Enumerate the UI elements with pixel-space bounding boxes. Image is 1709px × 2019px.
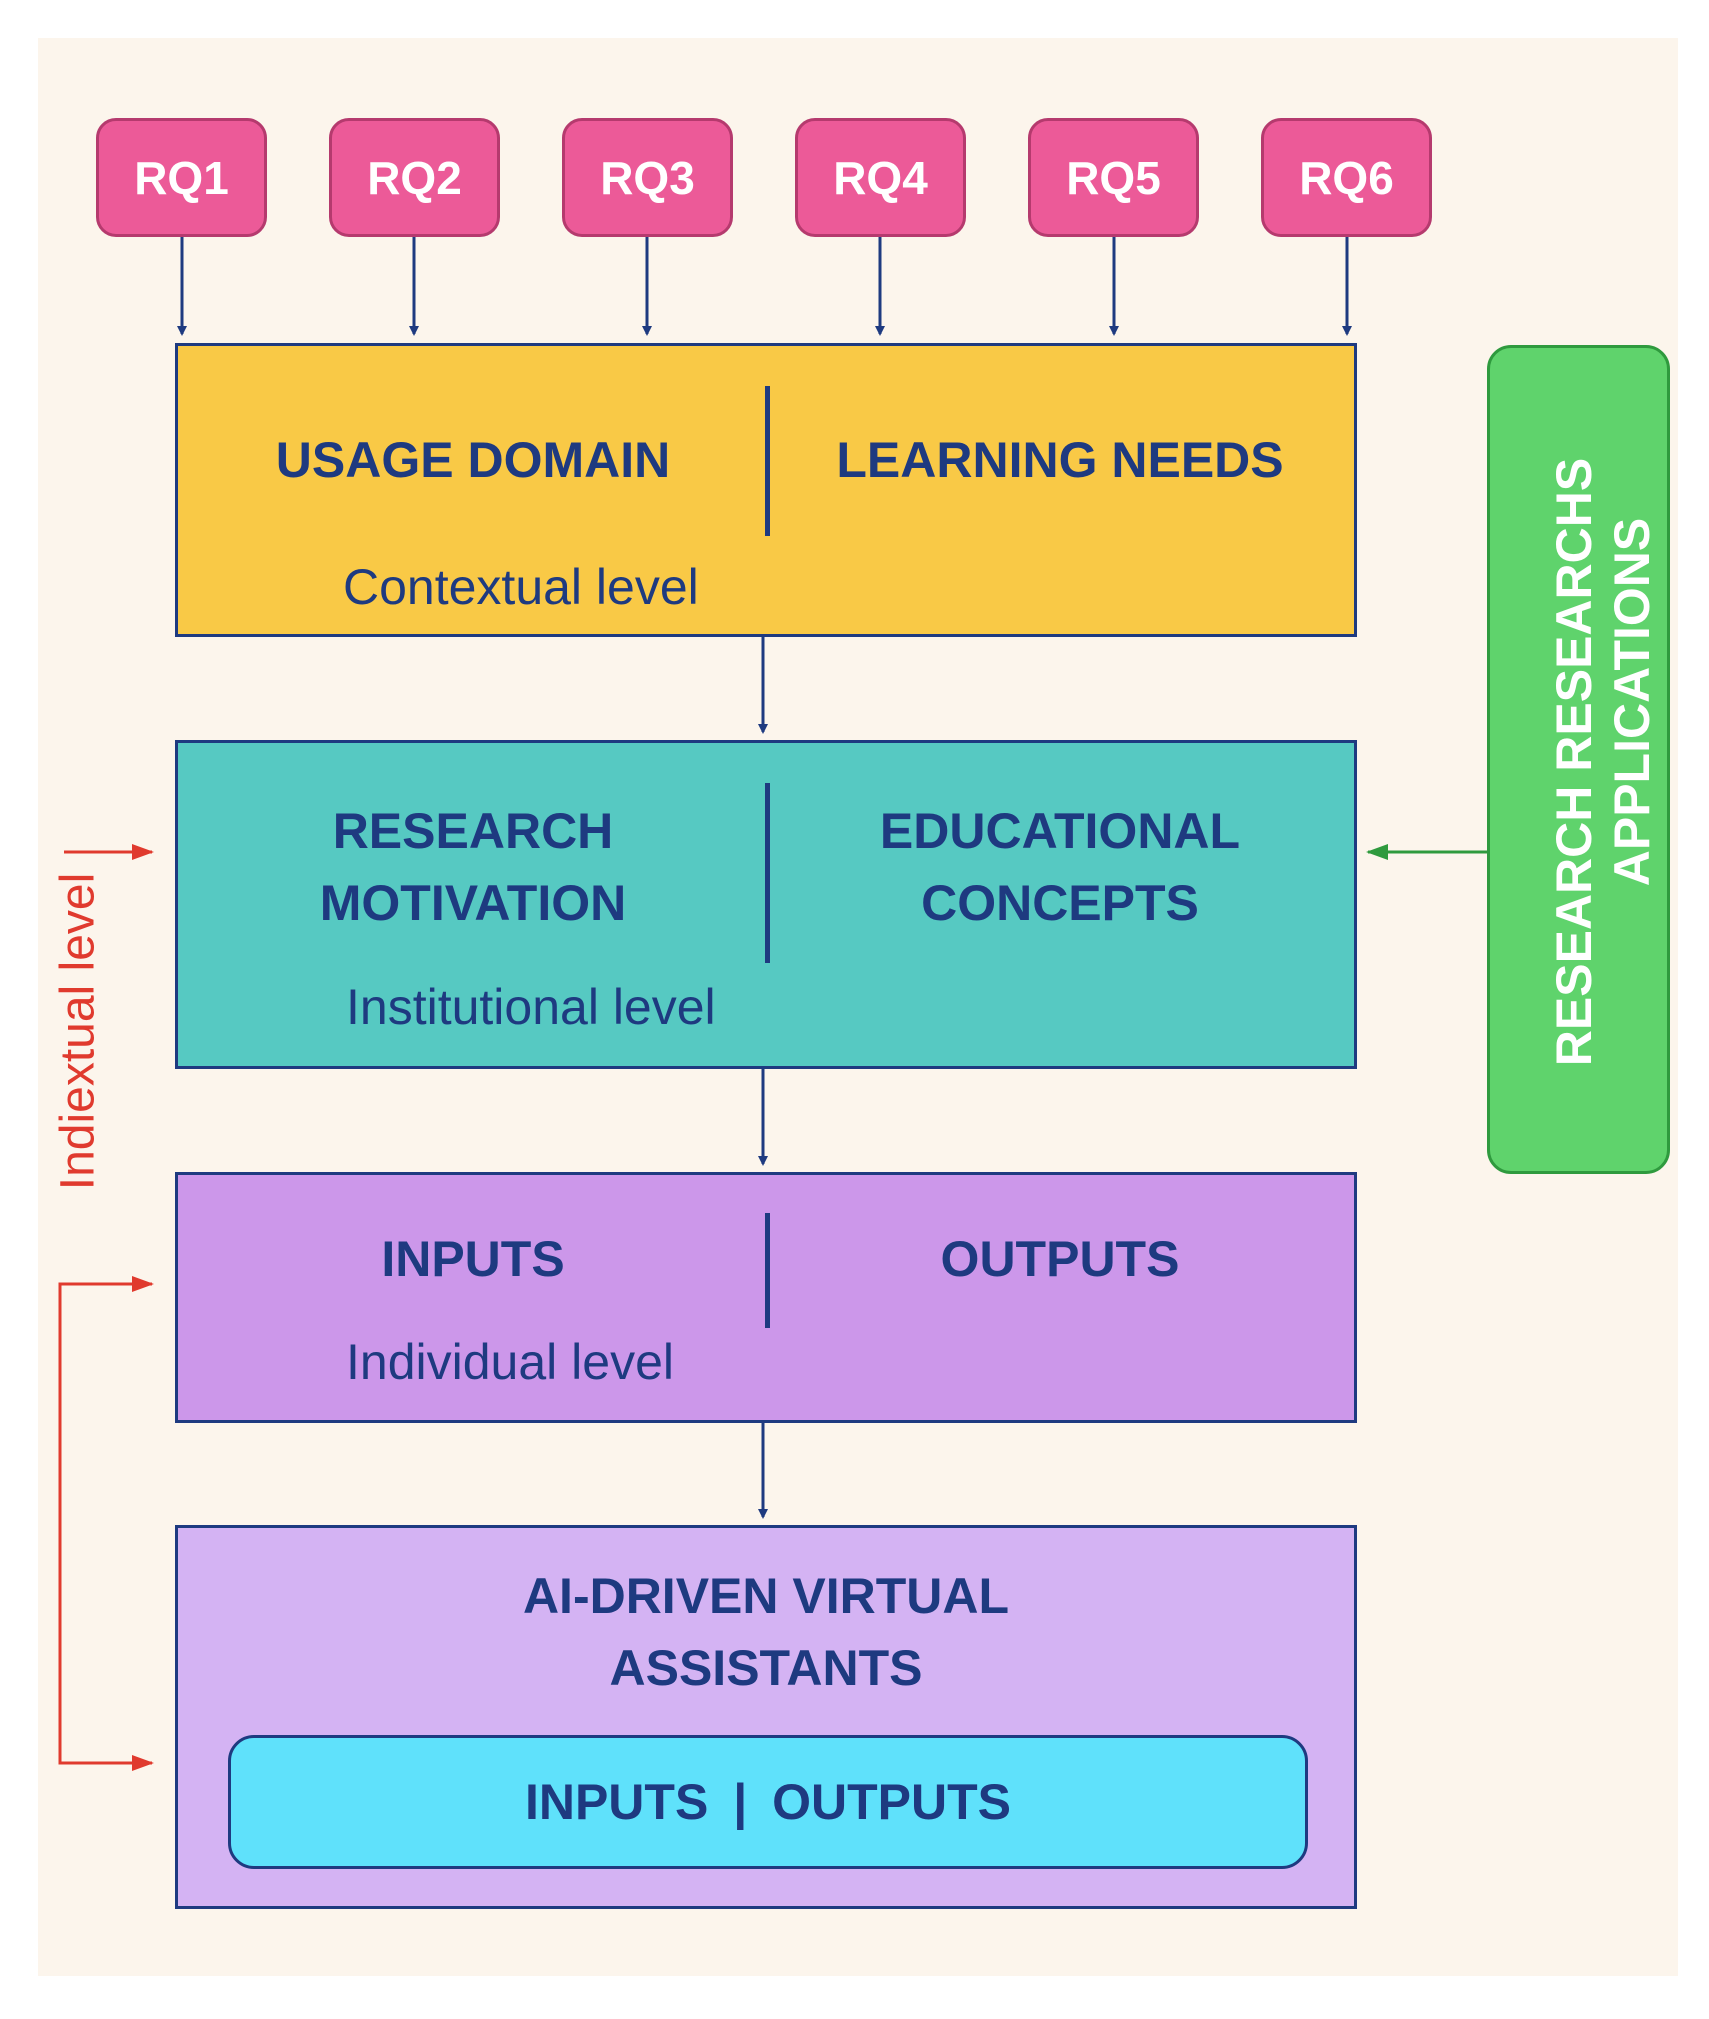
usage-domain-heading: USAGE DOMAIN xyxy=(275,432,671,488)
institutional-level-label: Institutional level xyxy=(346,979,716,1035)
educational-concepts-line-2: CONCEPTS xyxy=(921,875,1199,931)
institutional-level-box: RESEARCH MOTIVATION EDUCATIONAL CONCEPTS… xyxy=(175,740,1357,1069)
ai-assistants-line-1: AI-DRIVEN VIRTUAL xyxy=(522,1568,1010,1624)
left-bracket-line xyxy=(58,1282,154,1771)
ai-assistants-box: AI-DRIVEN VIRTUAL ASSISTANTS INPUTS | OU… xyxy=(175,1525,1357,1909)
indiextual-level-label: Indiextual level xyxy=(51,872,105,1191)
research-motivation-line-2: MOTIVATION xyxy=(319,875,627,931)
research-applications-box: RESEARCH RESEARCHS APPLICATIONS xyxy=(1487,345,1670,1174)
inner-outputs-label: OUTPUTS xyxy=(772,1774,1012,1830)
inner-inputs-label: INPUTS xyxy=(524,1774,709,1830)
left-level-arrows xyxy=(58,844,154,1771)
rq4-box: RQ4 xyxy=(795,118,966,237)
research-researchs-label: RESEARCH RESEARCHS xyxy=(1546,457,1602,1067)
individual-level-label: Individual level xyxy=(346,1334,674,1390)
research-motivation-heading: RESEARCH MOTIVATION xyxy=(223,795,723,939)
educational-concepts-line-1: EDUCATIONAL xyxy=(879,803,1241,859)
ai-assistants-line-2: ASSISTANTS xyxy=(609,1640,923,1696)
inputs-outputs-box: INPUTS | OUTPUTS xyxy=(228,1735,1308,1869)
individual-level-box: INPUTS OUTPUTS Individual level xyxy=(175,1172,1357,1423)
learning-needs-heading: LEARNING NEEDS xyxy=(836,432,1284,488)
ai-assistants-heading: AI-DRIVEN VIRTUAL ASSISTANTS xyxy=(178,1560,1354,1704)
individual-divider xyxy=(765,1213,770,1328)
research-motivation-line-1: RESEARCH xyxy=(332,803,614,859)
contextual-level-box: USAGE DOMAIN LEARNING NEEDS Contextual l… xyxy=(175,343,1357,637)
institutional-divider xyxy=(765,783,770,963)
rq-arrows xyxy=(177,237,1352,336)
inputs-heading: INPUTS xyxy=(381,1231,565,1287)
rq1-box: RQ1 xyxy=(96,118,267,237)
rq6-box: RQ6 xyxy=(1261,118,1432,237)
contextual-divider xyxy=(765,386,770,536)
educational-concepts-heading: EDUCATIONAL CONCEPTS xyxy=(810,795,1310,939)
contextual-level-label: Contextual level xyxy=(343,559,699,615)
rq3-box: RQ3 xyxy=(562,118,733,237)
inputs-outputs-row: INPUTS | OUTPUTS xyxy=(231,1766,1305,1838)
inner-separator: | xyxy=(733,1774,748,1830)
rq2-box: RQ2 xyxy=(329,118,500,237)
applications-label: APPLICATIONS xyxy=(1604,517,1660,887)
outputs-heading: OUTPUTS xyxy=(940,1231,1180,1287)
rq5-box: RQ5 xyxy=(1028,118,1199,237)
